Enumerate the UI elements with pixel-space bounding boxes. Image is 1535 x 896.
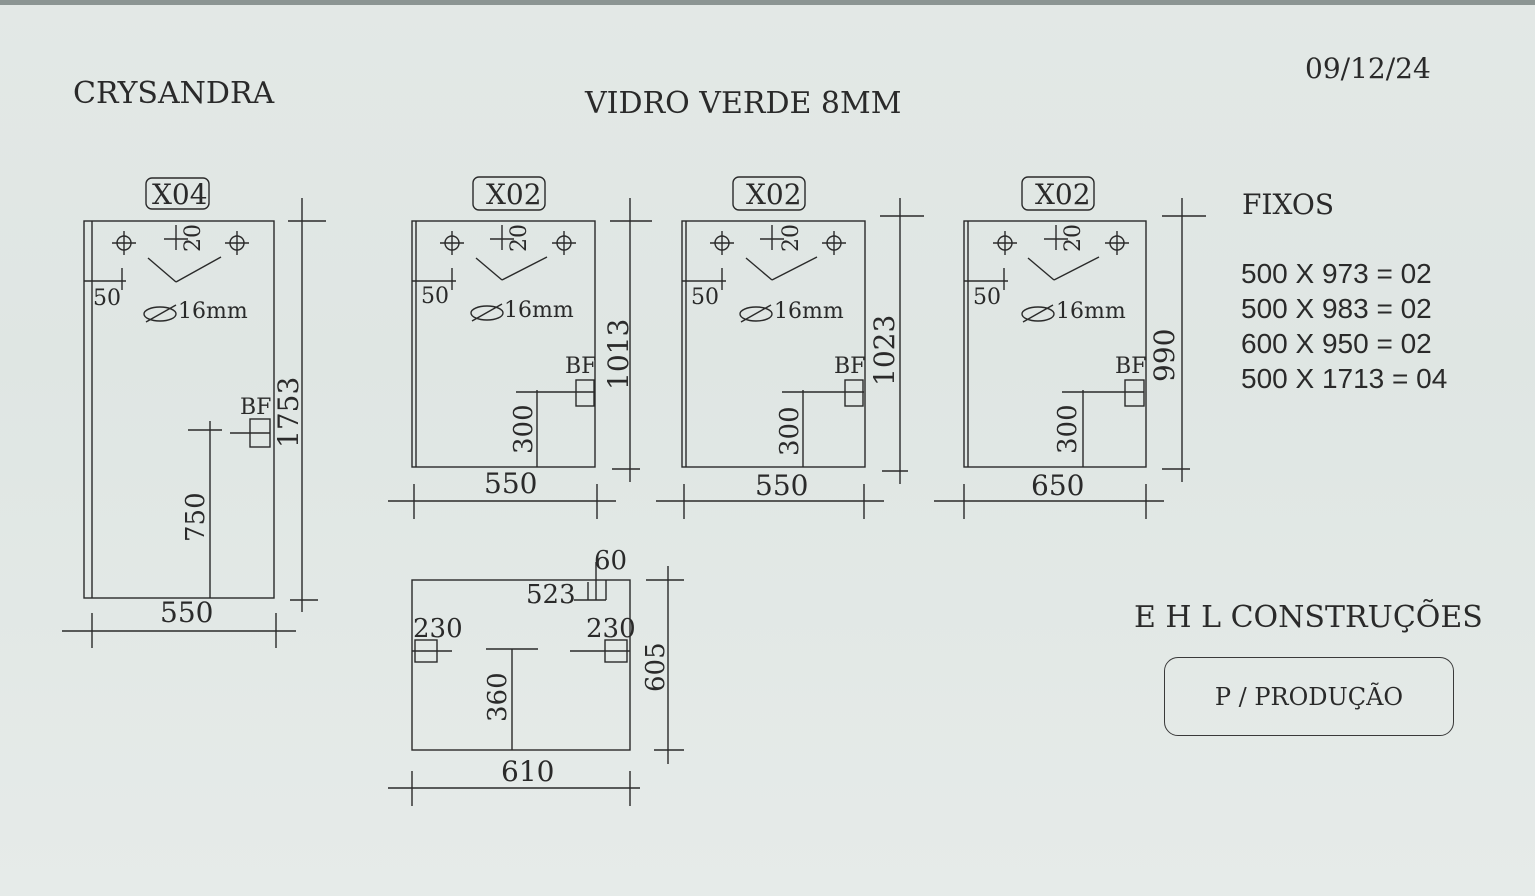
drawing-title: VIDRO VERDE 8MM xyxy=(585,86,902,121)
fixos-item: 600 X 950 = 02 xyxy=(1241,328,1432,359)
top-edge-bar xyxy=(0,0,1535,5)
bottom-piece-notch-position: 523 xyxy=(526,580,576,610)
piece-1-hole-offset-top: 20 xyxy=(181,224,206,252)
piece-4 xyxy=(934,176,1206,519)
bottom-piece-center-height: 360 xyxy=(483,672,513,722)
piece-4-width: 650 xyxy=(1031,469,1084,502)
piece-4-lock-label: BF xyxy=(1115,354,1146,379)
piece-2-hole-diameter: 16mm xyxy=(504,298,574,323)
piece-4-lock-height: 300 xyxy=(1053,404,1083,454)
piece-2-outline xyxy=(411,220,596,468)
production-stamp: P / PRODUÇÃO xyxy=(1164,657,1454,736)
piece-1-outline xyxy=(83,220,275,599)
piece-3-hole-center xyxy=(760,225,784,250)
client-name: CRYSANDRA xyxy=(73,76,275,111)
piece-3-lock-height: 300 xyxy=(775,406,805,456)
piece-1 xyxy=(62,177,326,648)
bottom-piece-notch-width: 60 xyxy=(594,546,627,576)
piece-1-width: 550 xyxy=(160,596,213,629)
piece-4-lock-box xyxy=(1124,379,1145,407)
piece-3-lock-box xyxy=(844,379,864,407)
piece-3-quantity: X02 xyxy=(746,178,802,211)
piece-1-quantity-box xyxy=(145,177,210,210)
fixos-title: FIXOS xyxy=(1242,188,1335,221)
piece-4-quantity: X02 xyxy=(1035,178,1091,211)
piece-2-lock-box xyxy=(575,379,595,407)
piece-1-hole-diameter: 16mm xyxy=(178,299,248,324)
piece-4-outline xyxy=(963,220,1147,468)
fixos-item: 500 X 973 = 02 xyxy=(1241,258,1432,289)
piece-4-hole-left xyxy=(993,231,1017,255)
piece-3-lock-label: BF xyxy=(834,354,865,379)
piece-4-hole-right xyxy=(1105,231,1129,255)
piece-4-hole-offset-top: 20 xyxy=(1061,224,1086,252)
piece-3 xyxy=(656,176,924,519)
bottom-piece xyxy=(388,562,684,806)
piece-2-height: 1013 xyxy=(602,319,635,390)
piece-2-hole-right xyxy=(552,231,576,255)
piece-2-hole-offset-side: 50 xyxy=(421,284,449,309)
piece-1-lock-label: BF xyxy=(240,395,271,420)
piece-3-outline xyxy=(681,220,866,468)
fixos-item: 500 X 1713 = 04 xyxy=(1241,363,1448,394)
piece-2-quantity: X02 xyxy=(486,178,542,211)
piece-2-hole-left xyxy=(440,231,464,255)
piece-3-hole-offset-top: 20 xyxy=(779,224,804,252)
piece-2-quantity-box xyxy=(472,176,546,211)
piece-1-hole-right xyxy=(225,231,249,255)
bottom-piece-height: 605 xyxy=(641,642,671,692)
piece-4-hole-offset-side: 50 xyxy=(973,285,1001,310)
piece-2-hole-offset-top: 20 xyxy=(507,224,532,252)
bottom-piece-right-cut: 230 xyxy=(586,614,636,644)
piece-4-hole-diameter: 16mm xyxy=(1056,299,1126,324)
piece-1-hole-left xyxy=(112,231,136,255)
piece-1-lock-height: 750 xyxy=(181,492,211,542)
bottom-piece-width: 610 xyxy=(501,755,554,788)
piece-1-hole-center xyxy=(164,225,188,250)
drawing-date: 09/12/24 xyxy=(1305,52,1431,85)
piece-3-hole-diameter: 16mm xyxy=(774,299,844,324)
piece-2-width: 550 xyxy=(484,467,537,500)
bottom-piece-left-cut: 230 xyxy=(413,614,463,644)
piece-3-hole-left xyxy=(710,231,734,255)
piece-2-lock-height: 300 xyxy=(509,404,539,454)
piece-4-hole-center xyxy=(1044,225,1068,250)
company-name: E H L CONSTRUÇÕES xyxy=(1134,600,1483,635)
piece-3-hole-right xyxy=(822,231,846,255)
piece-3-width: 550 xyxy=(755,469,808,502)
fixos-item: 500 X 983 = 02 xyxy=(1241,293,1432,324)
piece-4-height: 990 xyxy=(1148,329,1181,382)
piece-1-height: 1753 xyxy=(272,377,305,448)
piece-2 xyxy=(388,176,652,519)
piece-3-quantity-box xyxy=(732,176,806,211)
piece-1-quantity: X04 xyxy=(152,178,208,211)
piece-3-height: 1023 xyxy=(868,315,901,386)
piece-2-lock-label: BF xyxy=(565,354,596,379)
piece-4-quantity-box xyxy=(1021,176,1095,211)
bottom-piece-outline xyxy=(411,579,631,751)
piece-3-hole-offset-side: 50 xyxy=(691,285,719,310)
piece-1-hole-offset-side: 50 xyxy=(93,286,121,311)
piece-2-hole-center xyxy=(490,225,514,250)
